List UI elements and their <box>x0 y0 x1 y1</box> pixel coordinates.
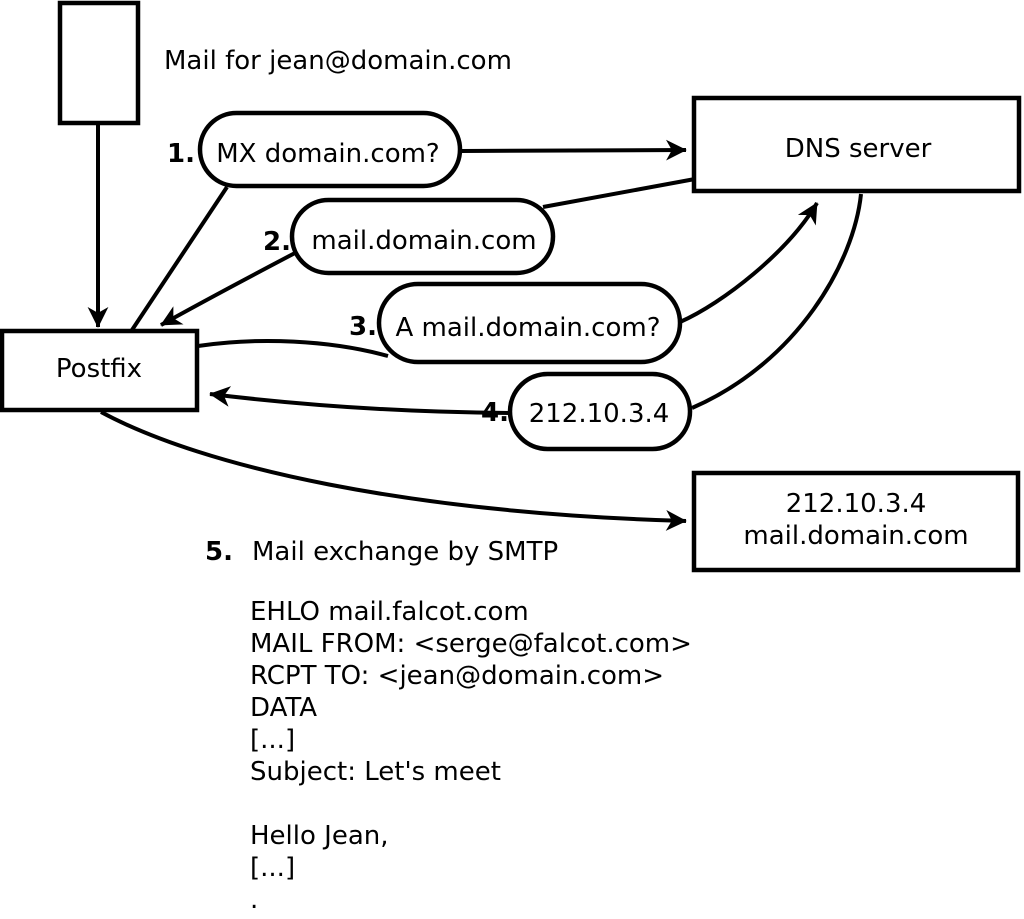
dns-server-box <box>691 95 1022 194</box>
step2-number: 2. <box>263 227 291 257</box>
mail-server-box <box>691 470 1021 573</box>
response2-pill <box>289 197 556 276</box>
mail-server-ip-label: 212.10.3.4 <box>786 489 927 519</box>
message-envelope-box <box>57 0 141 126</box>
response2-label: mail.domain.com <box>311 226 536 256</box>
arrow-postfix-to-mail-server <box>100 410 687 531</box>
step3-number: 3. <box>349 312 377 342</box>
smtp-session-text: EHLO mail.falcot.com MAIL FROM: <serge@f… <box>250 597 692 915</box>
dns-server-label: DNS server <box>785 134 932 164</box>
step4-number: 4. <box>481 398 509 428</box>
query1-label: MX domain.com? <box>216 139 439 169</box>
query1-pill <box>197 110 463 189</box>
postfix-box <box>0 328 200 413</box>
line-postfix-to-query1 <box>130 185 229 332</box>
step5-number: 5. <box>205 537 233 567</box>
line-postfix-to-query3 <box>197 338 389 358</box>
arrow-query3-to-dns <box>679 201 819 324</box>
line-dns-to-response2 <box>542 177 696 209</box>
query3-pill <box>376 281 683 365</box>
step1-number: 1. <box>167 139 195 169</box>
arrow-response2-to-postfix <box>160 251 296 327</box>
mail-for-label: Mail for jean@domain.com <box>164 46 512 76</box>
response4-pill <box>507 371 693 452</box>
line-dns-to-response4 <box>691 193 863 410</box>
arrow-response4-to-postfix <box>209 386 511 415</box>
step5-label: Mail exchange by SMTP <box>252 537 558 567</box>
query3-label: A mail.domain.com? <box>396 313 661 343</box>
mail-server-host-label: mail.domain.com <box>743 521 968 551</box>
postfix-label: Postfix <box>56 354 142 384</box>
arrow-query1-to-dns <box>460 139 687 161</box>
response4-label: 212.10.3.4 <box>529 399 670 429</box>
